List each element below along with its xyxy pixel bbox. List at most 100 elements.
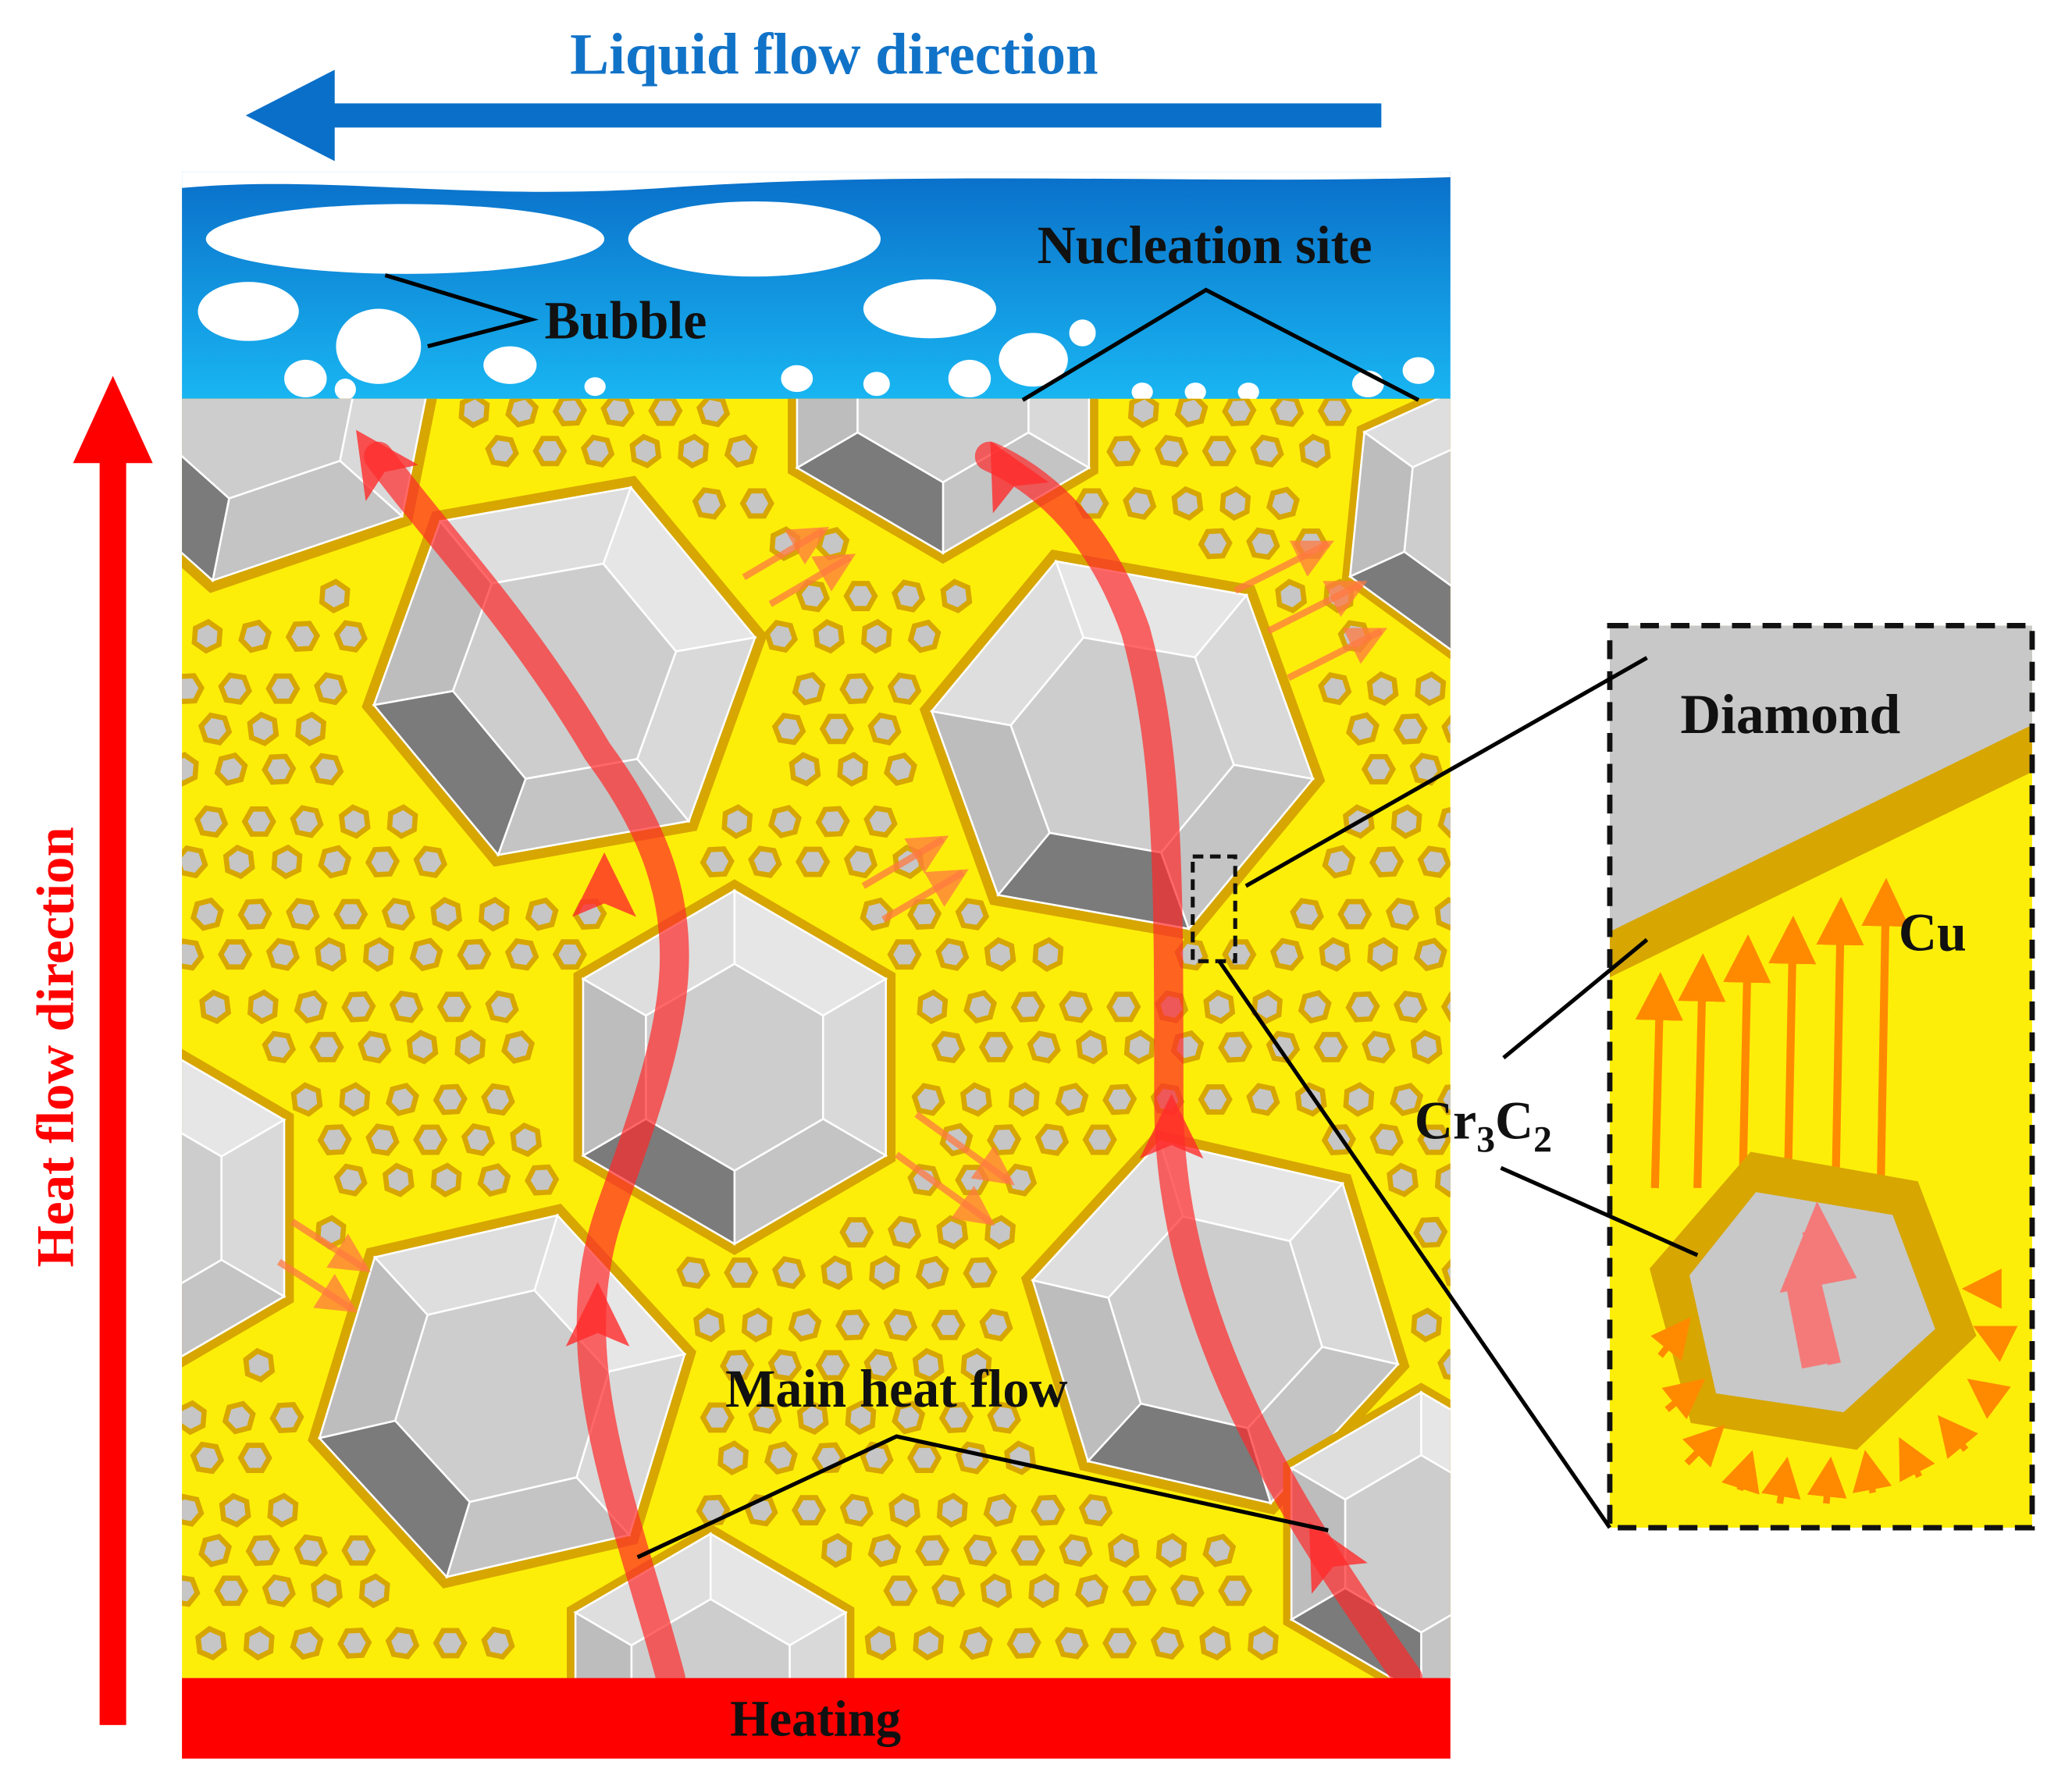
cr3c2-particle [1266,486,1300,521]
cr3c2-particle [676,1256,710,1290]
cr3c2-particle [1441,714,1451,743]
diamond-crystal [182,1048,294,1368]
cr3c2-particle [1082,1124,1117,1155]
up-arrow-icon [73,375,153,1725]
cr3c2-particle [767,1349,803,1382]
heat-flow-arrowhead [356,429,418,502]
cr3c2-particle [194,805,229,838]
cr3c2-particle [265,673,301,704]
cr3c2-particle [1127,398,1159,429]
liquid-coolant-layer [182,172,1451,402]
cr3c2-particle [1246,1083,1280,1116]
cr3c2-particle [358,1573,390,1609]
heat-arrow-small [861,835,949,889]
cr3c2-particle [381,897,415,931]
cr3c2-particle [319,578,351,614]
inset-cr3c2-particle [1649,1151,1977,1450]
cr3c2-particle [294,990,328,1024]
cr3c2-particle [1006,1627,1041,1659]
cr3c2-particle [1155,1532,1187,1568]
cr3c2-particle [1413,938,1447,972]
heat-flow-arrowhead [1139,1094,1204,1159]
cr3c2-particle [237,1443,272,1474]
cr3c2-particle [1393,990,1428,1023]
cr3c2-particle [1203,989,1236,1024]
cr3c2-particle [771,1256,806,1290]
heat-arrow-small [768,553,856,607]
cr3c2-particle [1413,1216,1448,1248]
heat-flow-label: Heat flow direction [26,827,85,1267]
cr3c2-particle [1010,991,1045,1023]
inset-arrow [1635,972,1683,1189]
cr3c2-particle [182,752,199,787]
cr3c2-particle [1123,1030,1155,1065]
cr3c2-particle [1031,1494,1066,1526]
heat-flow-arrowhead [565,1282,630,1347]
cr3c2-particle [1415,671,1447,706]
main-heat-flow-leader [636,1434,1329,1560]
cr3c2-particle [741,1307,773,1343]
cr3c2-particle [478,896,510,932]
cr3c2-particle [337,1627,372,1659]
bubble [999,333,1068,387]
cr3c2-particle [1417,845,1451,878]
cr3c2-particle [864,1625,897,1661]
cr3c2-particle [271,844,303,880]
cr3c2-particle [190,1441,225,1475]
cr3c2-particle [243,1625,275,1661]
cr3c2-particle [720,1349,755,1381]
cr3c2-particle [214,752,248,786]
cr3c2-particle [262,753,297,785]
cr3c2-particle [1369,846,1404,877]
cr3c2-particle [1218,1031,1253,1063]
bubble-label: Bubble [545,290,707,350]
inset-heat-arrows [1635,877,1910,1189]
inset-particle-arrows [1650,1269,2018,1504]
magnify-box [1191,854,1237,963]
cr3c2-particle [883,1308,918,1342]
cr3c2-particle [1313,1031,1348,1062]
cr3c2-particle [960,1347,992,1383]
cr3c2-particle [552,939,587,970]
cr3c2-particle [819,713,854,745]
cr3c2-particle [213,1575,249,1607]
heat-arrow-small [742,526,830,581]
cr3c2-particle [341,1535,376,1566]
cr3c2-particle [1076,1030,1108,1065]
cr3c2-particle [457,938,492,970]
cr3c2-particle [1122,1575,1157,1607]
cr3c2-particle [867,1533,902,1567]
cr3c2-particle [1318,672,1352,706]
cr3c2-particle [1298,990,1332,1024]
cr3c2-particle [983,1493,1017,1528]
inset-arrow [1768,915,1817,1189]
cu-label: Cu [1899,902,1967,962]
cr3c2-particle [294,1534,328,1567]
cr3c2-particle [406,1030,439,1065]
cr3c2-particle [1170,1575,1205,1607]
cr3c2-particle [867,712,902,745]
cr3c2-particle [887,1215,922,1249]
cr3c2-particle [843,845,878,879]
cr3c2-particle [295,711,327,747]
heat-flow-path [974,441,1423,1678]
cr3c2-particle [839,1493,874,1527]
inset-arrow [1861,877,1910,1189]
cr3c2-particle [318,845,352,879]
cr3c2-particle [265,938,300,971]
cr3c2-particle [317,1124,352,1155]
cr3c2-particle [1107,1533,1140,1568]
bubble [863,279,996,339]
cr3c2-particle [839,1217,874,1248]
cr3c2-particle [1366,671,1399,706]
cr3c2-particle [748,845,782,878]
cr3c2-particle [191,618,223,654]
bubble [781,365,813,393]
cr3c2-particle [311,1573,343,1609]
cr3c2-particle [835,1309,870,1341]
cr3c2-particle [1417,1124,1451,1155]
cr3c2-particle [884,752,917,786]
cr3c2-leader-lower [1500,1165,1699,1258]
cr3c2-particle [724,1257,759,1288]
cr3c2-particle [959,1626,993,1660]
